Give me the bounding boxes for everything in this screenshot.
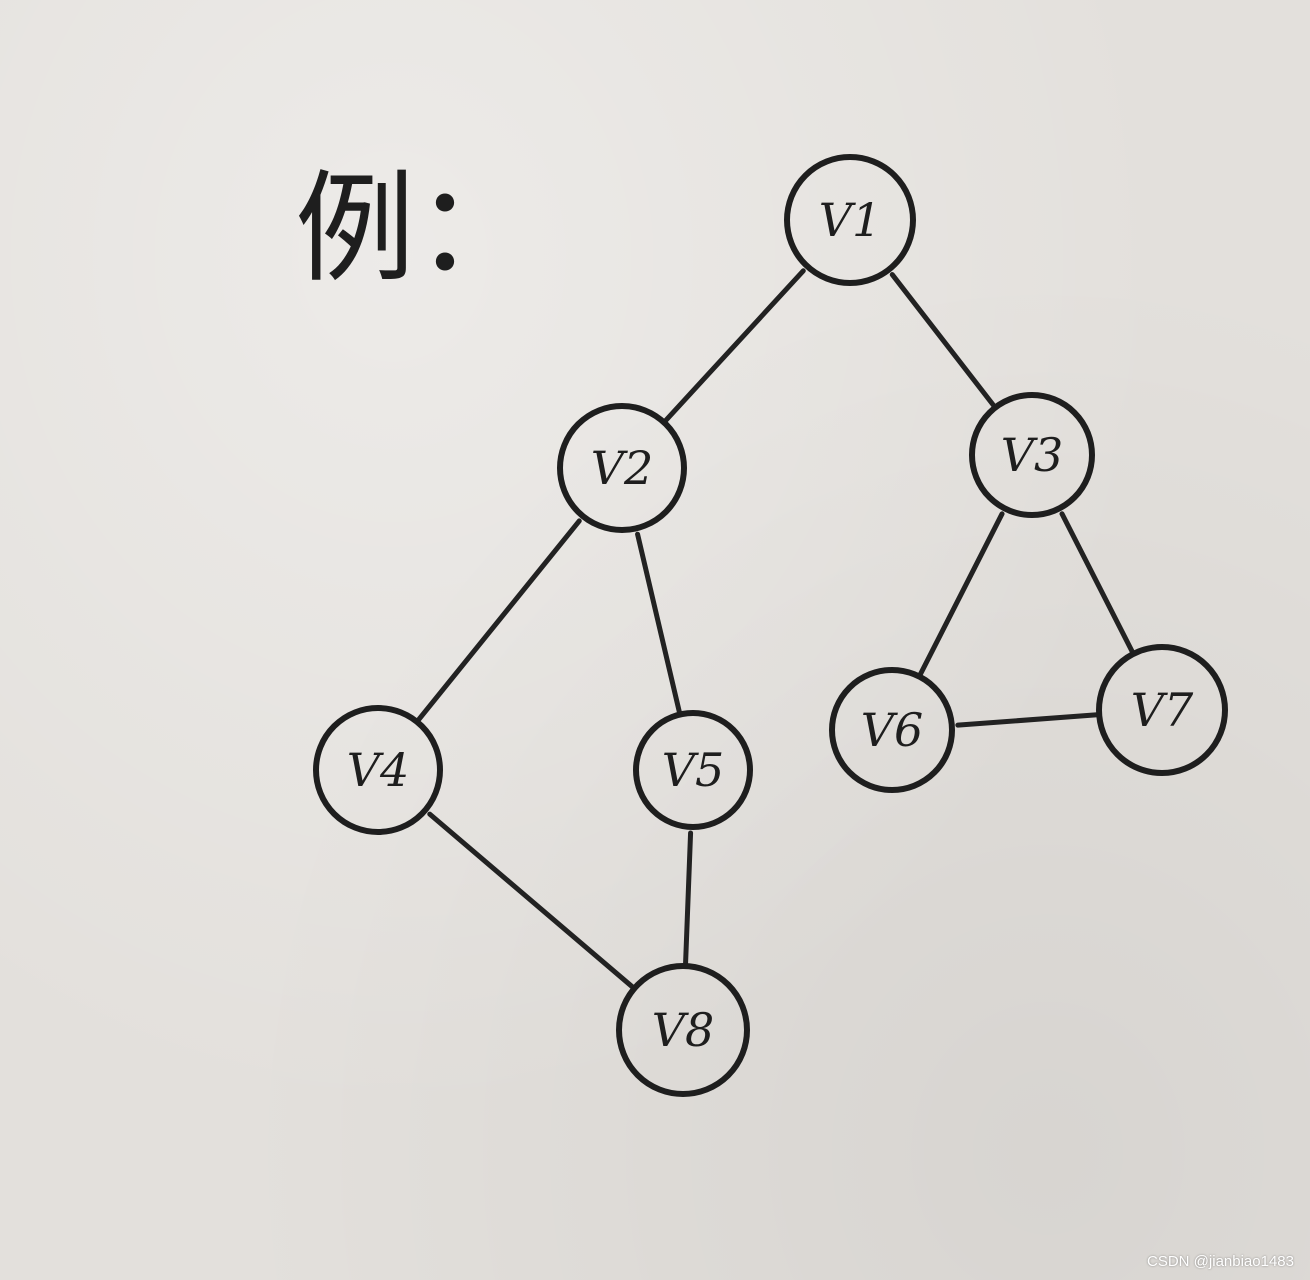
node-v5: V5: [633, 710, 753, 830]
edge-v1-v2: [662, 268, 806, 424]
edge-v6-v7: [955, 712, 1100, 728]
node-label: V1: [819, 193, 882, 247]
edge-v2-v5: [635, 531, 682, 716]
node-circle: [557, 403, 687, 533]
node-label: V7: [1131, 683, 1194, 737]
example-heading: 例：: [295, 160, 535, 299]
edges-layer: [415, 268, 1135, 990]
node-circle: [633, 710, 753, 830]
node-circle: [969, 392, 1095, 518]
node-v2: V2: [557, 403, 687, 533]
edge-v3-v6: [917, 511, 1005, 678]
node-circle: [829, 667, 955, 793]
node-v1: V1: [784, 154, 916, 286]
edge-v1-v3: [889, 272, 997, 409]
watermark: CSDN @jianbiao1483: [1147, 1253, 1294, 1270]
node-v4: V4: [313, 705, 443, 835]
edge-v3-v7: [1059, 511, 1135, 655]
node-v3: V3: [969, 392, 1095, 518]
node-label: V2: [591, 441, 654, 495]
node-circle: [313, 705, 443, 835]
node-label: V4: [347, 743, 410, 797]
node-label: V3: [1001, 428, 1064, 482]
node-label: V8: [652, 1003, 715, 1057]
node-circle: [1096, 644, 1228, 776]
node-circle: [616, 963, 750, 1097]
node-label: V6: [861, 703, 924, 757]
edge-v2-v4: [415, 518, 582, 723]
node-v6: V6: [829, 667, 955, 793]
edge-v4-v8: [427, 811, 636, 990]
node-v7: V7: [1096, 644, 1228, 776]
node-label: V5: [662, 743, 725, 797]
edge-v5-v8: [683, 830, 694, 967]
node-circle: [784, 154, 916, 286]
node-v8: V8: [616, 963, 750, 1097]
